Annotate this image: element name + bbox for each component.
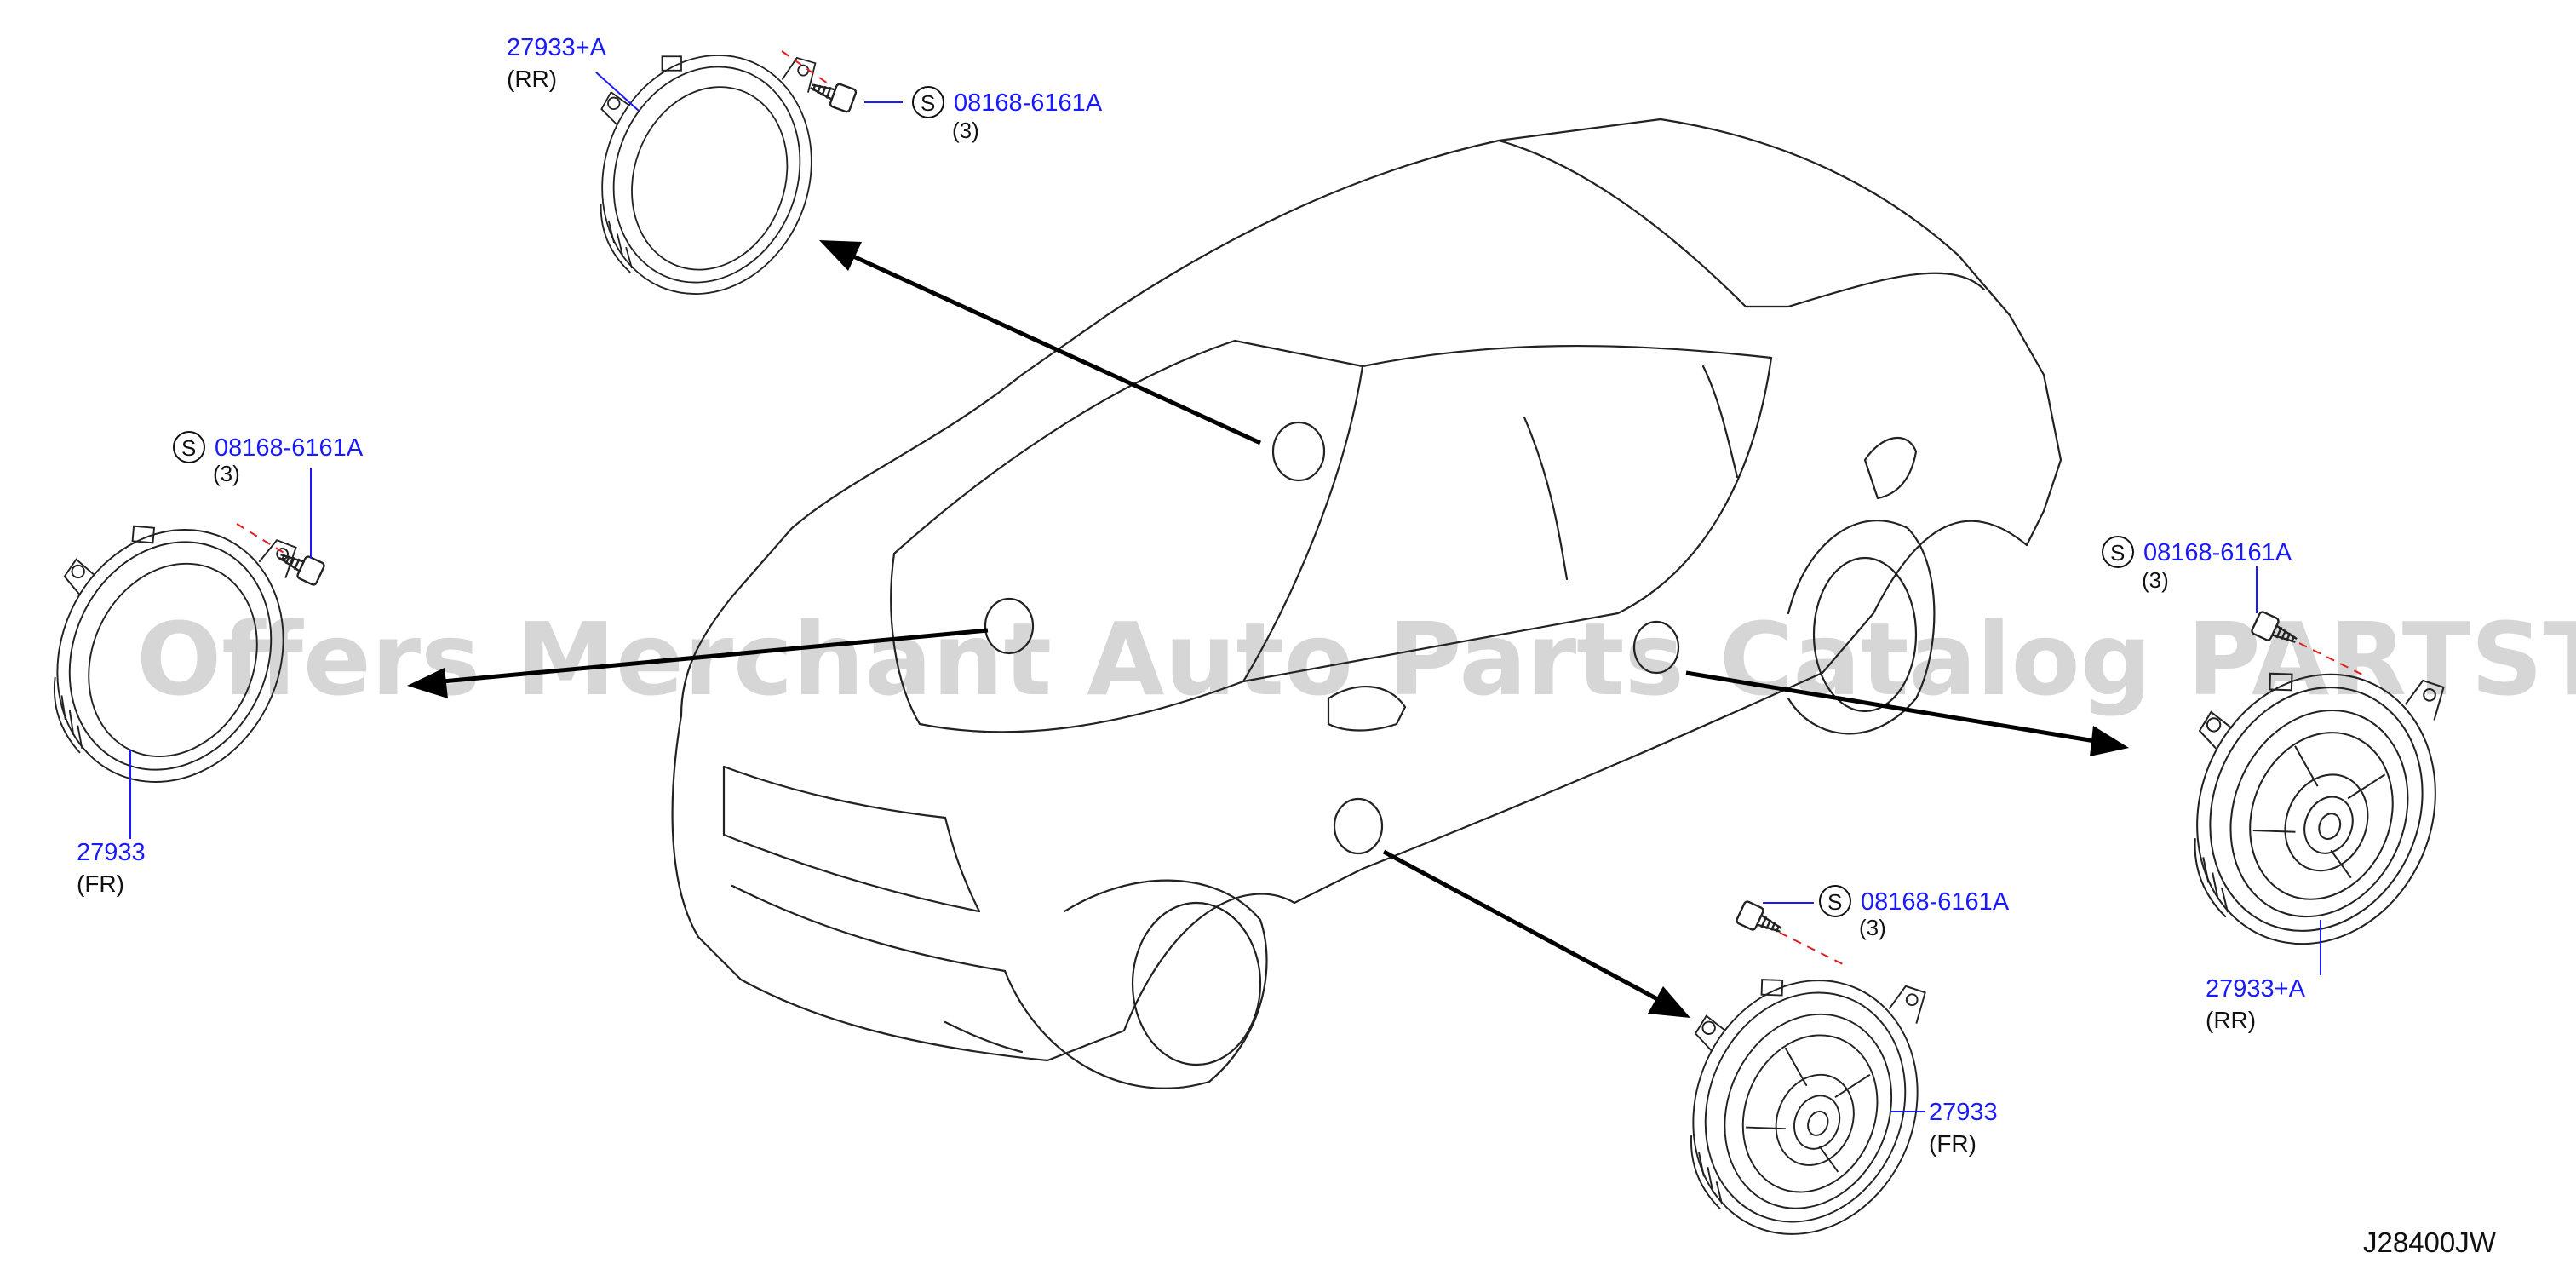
arrow-to-fr-left xyxy=(407,628,989,698)
label-screw-left-symbol: S xyxy=(181,435,196,461)
label-screw-bottom-part-no: 08168-6161A xyxy=(1861,888,2010,916)
label-screw-left-qty: (3) xyxy=(213,461,240,486)
label-fr-bottom-part-no: 27933 xyxy=(1929,1099,1998,1126)
watermark-text: Offers Merchant Auto Parts Catalog PARTS… xyxy=(136,600,2576,718)
screw-top xyxy=(806,73,858,114)
label-screw-top-qty: (3) xyxy=(952,118,979,143)
label-screw-bottom-qty: (3) xyxy=(1859,915,1886,940)
label-screw-bottom-symbol: S xyxy=(1827,889,1842,915)
label-rr-right-position: (RR) xyxy=(2206,1007,2256,1033)
label-screw-left-part-no: 08168-6161A xyxy=(215,434,364,462)
s-symbol-circle-bottom xyxy=(1819,885,1851,917)
label-fr-left-part-no: 27933 xyxy=(77,839,146,866)
screw-bottom xyxy=(1735,899,1787,942)
s-symbol-circle-left xyxy=(173,431,205,463)
label-screw-top-part-no: 08168-6161A xyxy=(954,89,1103,117)
label-rr-right-part-no: 27933+A xyxy=(2206,975,2306,1003)
arrow-to-fr-bottom xyxy=(1382,849,1690,1018)
label-rr-top-part-no: 27933+A xyxy=(507,34,607,61)
car-outline xyxy=(671,118,2063,1089)
label-screw-right-symbol: S xyxy=(2110,540,2125,566)
label-fr-left-position: (FR) xyxy=(77,870,124,897)
label-screw-right-part-no: 08168-6161A xyxy=(2143,539,2292,566)
arrow-to-rr-top xyxy=(819,240,1262,445)
s-symbol-circle-top xyxy=(912,86,944,118)
arrow-to-rr-right xyxy=(1685,670,2129,756)
label-screw-right-qty: (3) xyxy=(2142,567,2169,593)
label-rr-top-position: (RR) xyxy=(507,66,557,92)
label-screw-top-symbol: S xyxy=(921,90,935,116)
s-symbol-circle-right xyxy=(2102,536,2134,568)
label-fr-bottom-position: (FR) xyxy=(1929,1130,1976,1157)
speaker-fr-bottom xyxy=(1636,917,1965,1264)
diagram-id: J28400JW xyxy=(2363,1227,2497,1258)
